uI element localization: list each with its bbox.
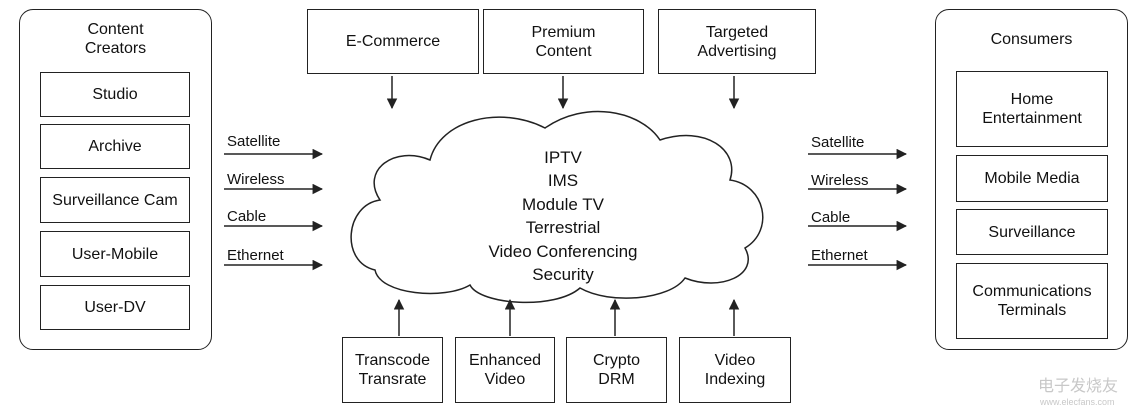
service-targeted-advertising: Targeted Advertising (658, 9, 816, 74)
creator-user-mobile: User-Mobile (40, 231, 190, 277)
consumers-title: Consumers (990, 31, 1073, 48)
content-creators-title: Content Creators (84, 21, 147, 57)
output-label-cable: Cable (811, 209, 851, 226)
consumer-mobile-media: Mobile Media (956, 155, 1108, 202)
watermark-logo-text: 电子发烧友 (1038, 378, 1119, 395)
consumer-communications-terminals: Communications Terminals (956, 263, 1108, 339)
watermark-url: www.elecfans.com (1040, 397, 1115, 407)
creator-surveillance-cam: Surveillance Cam (40, 177, 190, 223)
service-crypto-drm: Crypto DRM (566, 337, 667, 403)
service-transcode-transrate: Transcode Transrate (342, 337, 443, 403)
network-cloud (350, 110, 764, 304)
cloud-item-security: Security (532, 265, 594, 285)
input-label-cable: Cable (227, 208, 267, 225)
consumer-home-entertainment: Home Entertainment (956, 71, 1108, 147)
creator-user-dv: User-DV (40, 285, 190, 330)
service-premium-content: Premium Content (483, 9, 644, 74)
service-enhanced-video: Enhanced Video (455, 337, 555, 403)
input-label-satellite: Satellite (227, 133, 281, 150)
cloud-item-ims: IMS (547, 171, 579, 191)
creator-studio: Studio (40, 72, 190, 117)
cloud-labels: IPTV IMS Module TV Terrestrial Video Con… (463, 146, 663, 286)
cloud-item-video-conferencing: Video Conferencing (488, 241, 638, 261)
output-label-wireless: Wireless (811, 172, 869, 189)
creator-archive: Archive (40, 124, 190, 169)
service-video-indexing: Video Indexing (679, 337, 791, 403)
input-label-ethernet: Ethernet (227, 247, 284, 264)
cloud-item-terrestrial: Terrestrial (525, 218, 601, 238)
output-label-satellite: Satellite (811, 134, 865, 151)
cloud-item-iptv: IPTV (544, 148, 582, 167)
consumer-surveillance: Surveillance (956, 209, 1108, 255)
service-ecommerce: E-Commerce (307, 9, 479, 74)
cloud-item-module-tv: Module TV (522, 194, 604, 214)
input-label-wireless: Wireless (227, 171, 285, 188)
output-label-ethernet: Ethernet (811, 247, 868, 264)
